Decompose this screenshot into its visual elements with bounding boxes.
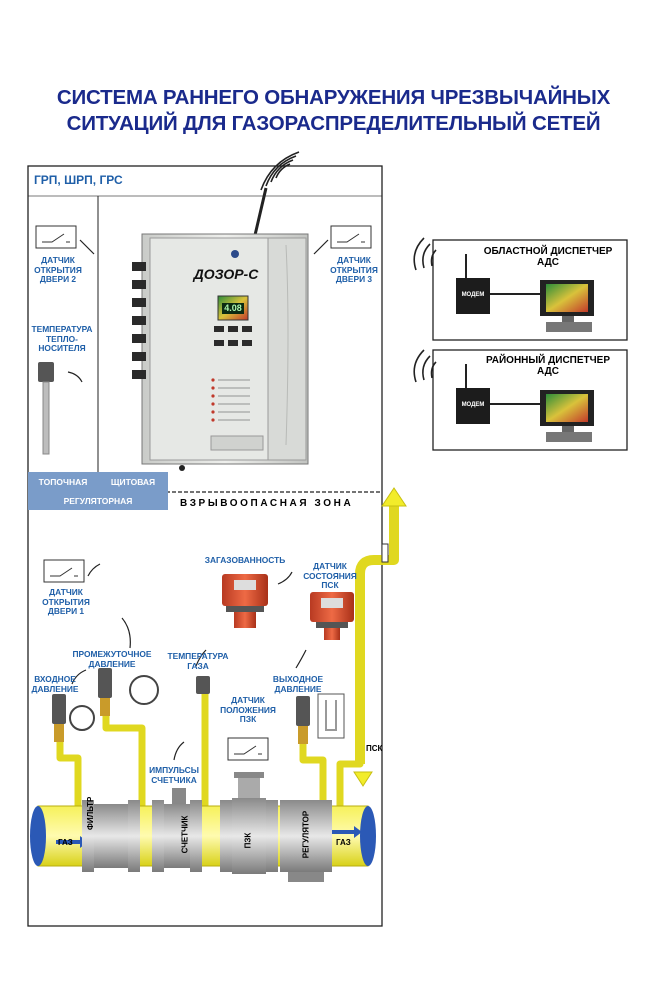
modem-label-regional: МОДЕМ [461, 292, 485, 298]
room-bar-panel [98, 472, 168, 492]
computer-icon [540, 280, 594, 442]
title-line-2: СИТУАЦИЙ ДЛЯ ГАЗОРАСПРЕДЕЛИТЕЛЬНЫЙ СЕТЕЙ [66, 112, 601, 135]
psk-sensor-icon [310, 592, 354, 640]
regulator-icon [280, 800, 332, 882]
filter-label: ФИЛЬТР [86, 796, 95, 830]
radio-waves-icon [413, 237, 437, 383]
modem-icon [456, 254, 490, 424]
door-switch-icon-1 [43, 559, 85, 583]
gas-out-label: ГАЗ [336, 838, 351, 847]
room-bar-regulator [28, 492, 168, 510]
psk-label: ПСК [366, 744, 383, 753]
pzk-switch-icon [227, 737, 269, 761]
pressure-sensor-icon [52, 668, 310, 744]
u-manometer-icon [317, 693, 345, 739]
door-switch-icon-3 [330, 225, 372, 249]
section-header: ГРП, ШРП, ГРС [34, 173, 123, 187]
device-brand: ДОЗОР-С [193, 266, 259, 282]
regulator-label: РЕГУЛЯТОР [301, 810, 311, 859]
vent-pipe [353, 487, 407, 787]
room-panel: ЩИТОВАЯ [110, 477, 156, 487]
room-regulator: РЕГУЛЯТОРНАЯ [63, 496, 133, 506]
gas-in-label: ГАЗ [58, 838, 73, 847]
room-firebox: ТОПОЧНАЯ [38, 477, 88, 487]
door-switch-icon-2 [35, 225, 77, 249]
gas-detector-icon [222, 574, 268, 628]
modem-label-district: МОДЕМ [461, 402, 485, 408]
dozor-cabinet [132, 233, 309, 471]
device-display-value: 4.08 [224, 303, 242, 313]
room-bar-firebox [28, 472, 98, 492]
flow-arrow-icon [56, 826, 362, 848]
radio-waves-icon [260, 151, 300, 191]
filter-icon [82, 800, 140, 872]
explosive-zone-label: ВЗРЫВООПАСНАЯ ЗОНА [180, 498, 354, 509]
pipe-outlet-end [360, 806, 376, 866]
meter-icon [152, 788, 202, 872]
pzk-label: ПЗК [243, 832, 253, 849]
pipe-inlet-end [30, 806, 46, 866]
pzk-valve-icon [220, 772, 278, 874]
meter-label: СЧЕТЧИК [180, 815, 190, 854]
pressure-gauge-icon [69, 675, 159, 731]
label-gas-level: ЗАГАЗОВАННОСТЬ [204, 555, 286, 565]
title-line-1: СИСТЕМА РАННЕГО ОБНАРУЖЕНИЯ ЧРЕЗВЫЧАЙНЫХ [56, 86, 611, 109]
temperature-probe-icon [38, 362, 54, 455]
